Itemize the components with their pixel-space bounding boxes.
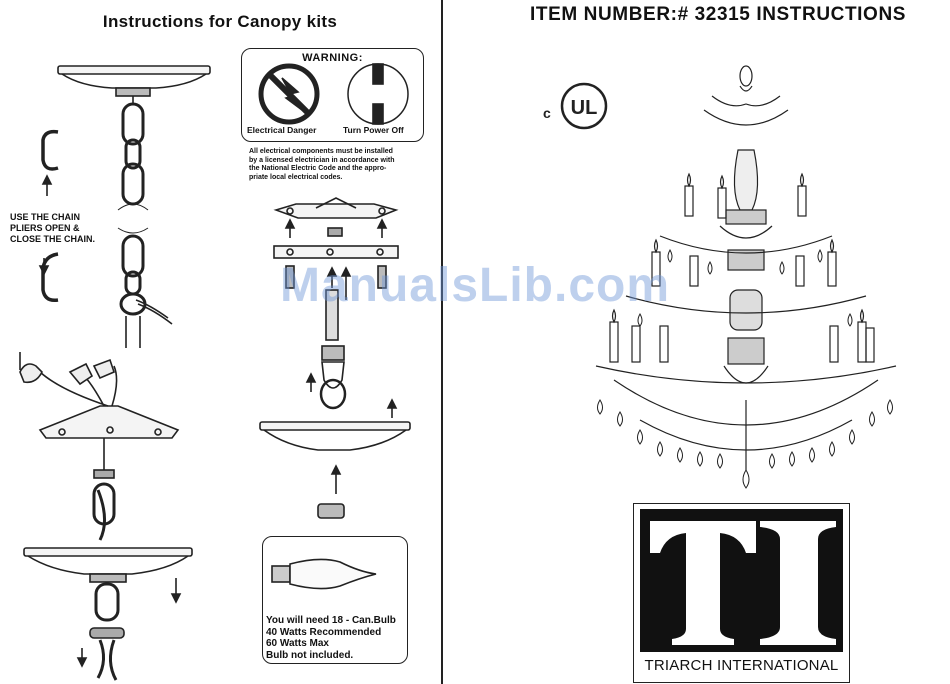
crystal-pendants-icon bbox=[597, 248, 893, 489]
company-name: TRIARCH INTERNATIONAL bbox=[644, 657, 839, 674]
warning-title: WARNING: bbox=[302, 52, 363, 64]
ul-certification-icon bbox=[560, 82, 608, 130]
up-arrow-icon bbox=[330, 464, 342, 494]
canopy-cover-icon bbox=[259, 421, 411, 451]
canopy-lower-icon bbox=[23, 547, 193, 681]
chandelier-icon bbox=[595, 65, 897, 470]
mounting-plate-icon bbox=[273, 245, 399, 289]
cert-c-mark: c bbox=[543, 105, 551, 121]
up-arrow-icon bbox=[376, 218, 388, 238]
electrician-note-line: All electrical components must be instal… bbox=[249, 148, 393, 155]
item-number-title: ITEM NUMBER:# 32315 INSTRUCTIONS bbox=[530, 4, 907, 25]
turn-power-off-label: Turn Power Off bbox=[343, 125, 404, 135]
electrician-note: All electrical components must be instal… bbox=[249, 148, 439, 182]
bulb-info-text: You will need 18 - Can.Bulb 40 Watts Rec… bbox=[266, 615, 396, 661]
down-arrow-icon bbox=[170, 578, 182, 604]
ti-logo-icon bbox=[650, 521, 836, 645]
threaded-pipe-icon bbox=[319, 266, 352, 410]
crossbar-wires-icon bbox=[19, 352, 180, 541]
chain-note-line: USE THE CHAIN bbox=[10, 212, 81, 222]
open-link-icon bbox=[41, 129, 59, 303]
bulb-info-line: 60 Watts Max bbox=[266, 638, 329, 649]
up-arrow-icon bbox=[284, 218, 296, 238]
electrician-note-line: by a licensed electrician in accordance … bbox=[249, 156, 395, 164]
electrician-note-line: the National Electric Code and the appro… bbox=[249, 165, 387, 172]
canopy-instructions-title: Instructions for Canopy kits bbox=[102, 12, 338, 31]
bulb-info-line: You will need 18 - Can.Bulb bbox=[266, 615, 396, 626]
candelabra-bulb-icon bbox=[271, 558, 377, 590]
electrical-danger-icon bbox=[258, 63, 320, 125]
triarch-logo: TRIARCH INTERNATIONAL bbox=[633, 503, 850, 683]
logo-block bbox=[640, 509, 843, 652]
chain-note: USE THE CHAIN PLIERS OPEN & CLOSE THE CH… bbox=[10, 212, 95, 245]
electrician-note-line: priate local electrical codes. bbox=[249, 173, 343, 181]
up-arrow-icon bbox=[305, 372, 317, 392]
chain-icon bbox=[117, 102, 173, 348]
page-divider bbox=[441, 0, 443, 684]
chain-note-line: CLOSE THE CHAIN. bbox=[10, 234, 96, 244]
turn-power-off-icon bbox=[347, 63, 409, 125]
up-arrow-icon bbox=[41, 174, 53, 196]
up-arrow-icon bbox=[386, 398, 398, 418]
electrical-danger-label: Electrical Danger bbox=[247, 125, 317, 135]
down-arrow-icon bbox=[38, 258, 50, 276]
bulb-info-line: Bulb not included. bbox=[266, 649, 354, 661]
bulb-info-line: 40 Watts Recommended bbox=[266, 626, 382, 638]
warning-panel: WARNING: Electrical Danger Turn Power Of… bbox=[241, 48, 424, 142]
canopy-plate-top-icon bbox=[57, 65, 211, 104]
down-arrow-icon bbox=[76, 648, 88, 668]
mounting-crossbar-icon bbox=[273, 197, 399, 237]
chain-note-line: PLIERS OPEN & bbox=[10, 223, 80, 233]
cert-ul-mark: UL bbox=[571, 97, 598, 119]
lock-nut-icon bbox=[317, 503, 345, 519]
bulb-info-panel: You will need 18 - Can.Bulb 40 Watts Rec… bbox=[262, 536, 408, 664]
